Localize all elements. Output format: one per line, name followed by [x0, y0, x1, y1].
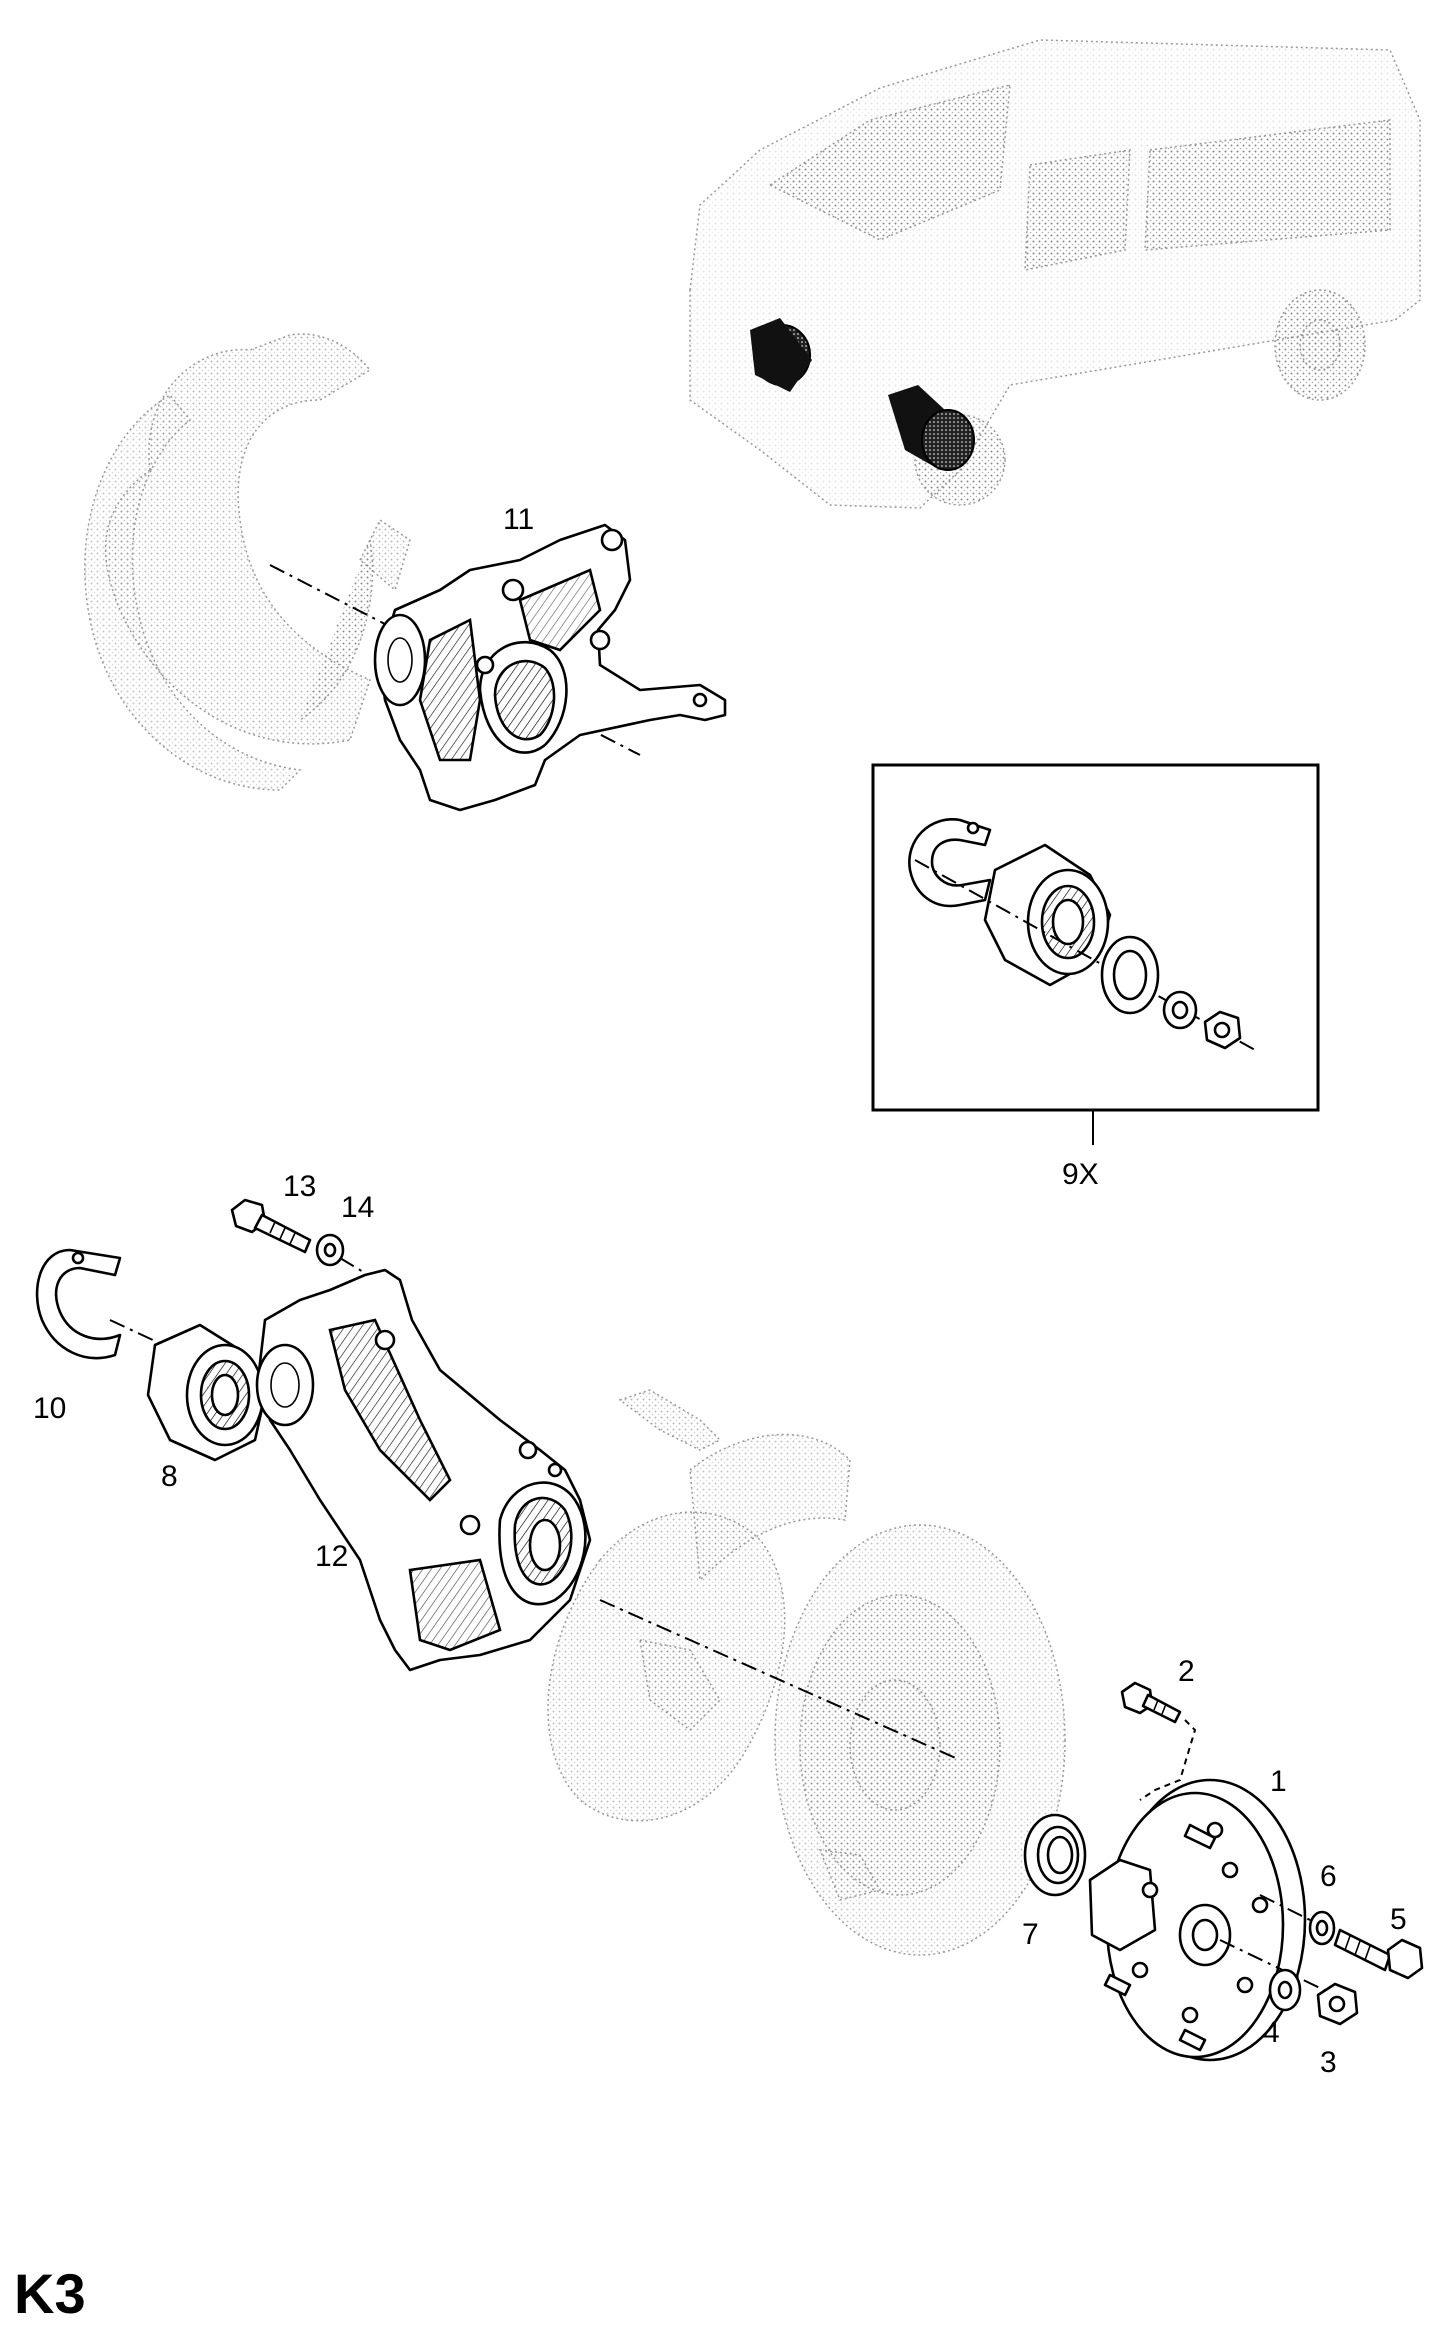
callout-14: 14: [341, 1191, 375, 1224]
callout-5: 5: [1390, 1903, 1407, 1936]
callout-12: 12: [315, 1540, 349, 1573]
callout-7: 7: [1022, 1918, 1039, 1951]
wheel-bearing-8: [146, 1323, 267, 1462]
callout-13: 13: [283, 1170, 317, 1203]
washer-6: [1308, 1910, 1336, 1946]
callout-9x: 9X: [1062, 1158, 1099, 1191]
van-locator-illustration: [689, 39, 1421, 509]
washer-4: [1268, 1968, 1302, 2012]
page-code: K3: [14, 2262, 86, 2325]
callout-11: 11: [503, 503, 535, 536]
lock-washer-14: [315, 1233, 345, 1267]
steering-knuckle-lower: [255, 1268, 592, 1672]
bearing-kit-box: [871, 763, 1320, 1145]
callout-4: 4: [1263, 2016, 1280, 2049]
wheel-stud-2: [1120, 1681, 1197, 1801]
bolt-5: [1333, 1928, 1424, 1980]
bolt-13: [230, 1198, 312, 1254]
callout-3: 3: [1320, 2046, 1337, 2079]
nut-3: [1316, 1982, 1359, 2026]
callout-10: 10: [33, 1392, 67, 1425]
ghost-brake-disc: [774, 1524, 1066, 1956]
callout-1: 1: [1270, 1765, 1287, 1798]
hub-seal-7: [1023, 1813, 1087, 1897]
ghost-brake-shield-lower: [547, 1389, 851, 1822]
front-right-hub-highlight: [888, 385, 975, 471]
wheel-hub-1: [1088, 1778, 1346, 2062]
callout-8: 8: [161, 1460, 178, 1493]
ghost-brake-shield-upper: [84, 333, 411, 791]
callout-2: 2: [1178, 1655, 1195, 1688]
circlip-10: [35, 1248, 122, 1360]
front-left-hub-highlight: [750, 318, 812, 392]
callout-6: 6: [1320, 1860, 1337, 1893]
steering-knuckle-upper: [269, 523, 727, 812]
